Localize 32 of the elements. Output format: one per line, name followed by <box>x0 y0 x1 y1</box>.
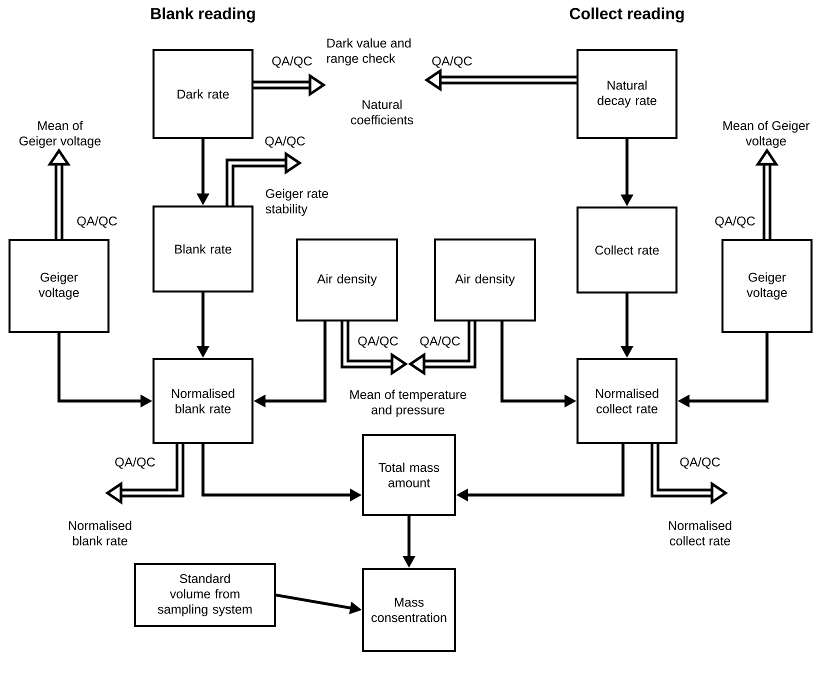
process-box: Dark rate <box>152 49 254 139</box>
edge-label: QA/QC <box>420 336 460 348</box>
output-text: Mean of Geiger voltage <box>723 120 810 148</box>
output-text: Natural coefficients <box>350 100 414 124</box>
process-box: Normalised blank rate <box>152 358 254 444</box>
edge-label: QA/QC <box>77 216 117 228</box>
edge-label: QA/QC <box>115 457 155 469</box>
output-text: Normalised collect rate <box>669 520 732 546</box>
process-box: Normalised collect rate <box>576 358 678 444</box>
process-box: Total mass amount <box>362 434 456 516</box>
process-box: Natural decay rate <box>576 49 678 139</box>
edge-label: QA/QC <box>358 336 398 348</box>
output-text: Dark value and range check <box>327 38 411 66</box>
process-box: Blank rate <box>152 205 254 293</box>
output-text: Geiger rate stability <box>266 188 328 216</box>
output-text: Mean of Geiger voltage <box>19 120 101 148</box>
process-box: Geiger voltage <box>8 239 110 333</box>
process-box: Air density <box>296 238 398 322</box>
edge-label: QA/QC <box>432 56 472 68</box>
process-box: Mass consentration <box>362 568 456 652</box>
section-heading: Collect reading <box>570 8 684 22</box>
output-text: Normalised blank rate <box>69 520 132 546</box>
output-text: Mean of temperature and pressure <box>350 390 466 417</box>
edge-label: QA/QC <box>715 216 755 228</box>
process-box: Collect rate <box>576 206 678 294</box>
edge-label: QA/QC <box>272 56 312 68</box>
process-box: Standard volume from sampling system <box>134 563 276 627</box>
process-box: Geiger voltage <box>721 239 813 333</box>
edge-label: QA/QC <box>265 136 305 148</box>
section-heading: Blank reading <box>151 8 255 22</box>
edge-label: QA/QC <box>680 457 720 469</box>
process-box: Air density <box>434 238 536 322</box>
